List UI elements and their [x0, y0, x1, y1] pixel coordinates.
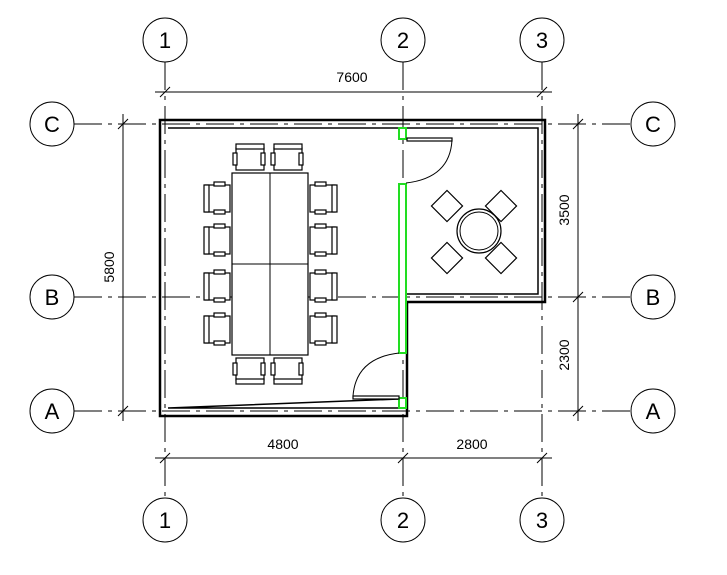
chair [270, 357, 304, 385]
conference-table [231, 172, 309, 356]
bubble-1-top: 1 [142, 17, 188, 63]
chair [430, 241, 464, 275]
dimension-overall-width: 7600 [336, 69, 367, 85]
outer-wall [158, 118, 547, 418]
bubble-label: 3 [536, 508, 548, 533]
bubble-c-left: C [29, 101, 75, 147]
bubble-label: C [645, 112, 661, 137]
bubble-label: A [646, 399, 661, 424]
bubble-a-right: A [630, 388, 676, 434]
door-top [405, 137, 453, 184]
bubble-label: 1 [159, 508, 171, 533]
bubble-b-right: B [630, 274, 676, 320]
chair [270, 143, 304, 171]
chair [232, 143, 266, 171]
dimension-right-lower: 2300 [556, 339, 572, 370]
bubble-label: A [45, 399, 60, 424]
door-bottom [352, 352, 400, 400]
partition-wall-highlighted [398, 183, 407, 354]
chair [484, 241, 518, 275]
dimension-bottom-right: 2800 [456, 436, 487, 452]
bubble-label: B [646, 285, 661, 310]
dimension-overall-height: 5800 [101, 251, 117, 282]
chair [430, 189, 464, 223]
bubble-label: 2 [397, 508, 409, 533]
walls [158, 118, 547, 418]
bubble-label: B [45, 285, 60, 310]
dimension-bottom-left: 4800 [267, 436, 298, 452]
round-table-set [430, 189, 518, 275]
chair [309, 223, 338, 257]
round-table [456, 208, 502, 254]
bubble-label: 2 [397, 28, 409, 53]
dimension-lines: 7600 5800 3500 2300 4800 2800 [101, 69, 584, 464]
grid-bubbles: 1 2 3 1 2 3 C B A C B A [29, 17, 676, 543]
conference-chairs [203, 143, 338, 385]
chair [203, 181, 231, 215]
bubble-c-right: C [630, 101, 676, 147]
chair [309, 269, 338, 303]
bubble-1-bottom: 1 [142, 497, 188, 543]
chair [203, 269, 231, 303]
bubble-label: C [44, 112, 60, 137]
dimension-right-upper: 3500 [556, 194, 572, 225]
wall-stub-bottom-highlighted [398, 397, 407, 409]
bubble-label: 3 [536, 28, 548, 53]
chair [309, 181, 338, 215]
wall-stub-top-highlighted [398, 127, 407, 140]
bubble-3-bottom: 3 [519, 497, 565, 543]
bubble-label: 1 [159, 28, 171, 53]
bubble-2-top: 2 [380, 17, 426, 63]
bubble-a-left: A [29, 388, 75, 434]
bubble-b-left: B [29, 274, 75, 320]
chair [203, 312, 231, 346]
chair [309, 312, 338, 346]
bubble-2-bottom: 2 [380, 497, 426, 543]
bubble-3-top: 3 [519, 17, 565, 63]
grid-lines [74, 62, 631, 498]
chair [203, 223, 231, 257]
chair [232, 357, 266, 385]
